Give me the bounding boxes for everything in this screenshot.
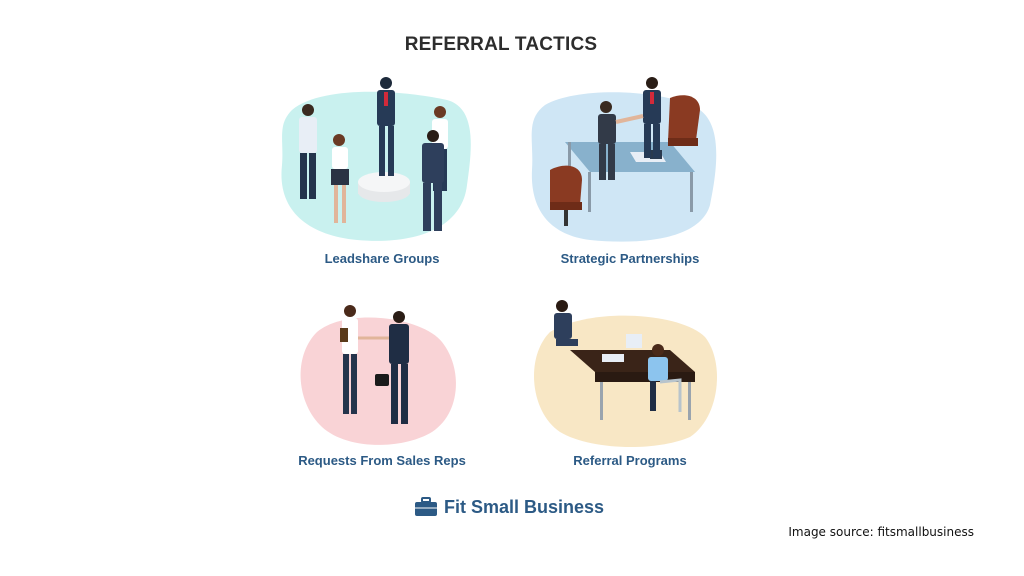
tactic-card-requests-from-sales-reps: Requests From Sales Reps (262, 292, 502, 482)
image-source: Image source: fitsmallbusiness (788, 525, 974, 539)
tactic-card-strategic-partnerships: Strategic Partnerships (510, 70, 750, 266)
tactic-label: Requests From Sales Reps (298, 453, 466, 468)
page-title: REFERRAL TACTICS (404, 34, 598, 55)
requests-from-sales-reps-illustration (300, 305, 456, 445)
leadshare-groups-illustration (281, 77, 471, 241)
referral-programs-illustration (533, 300, 717, 448)
tactic-label: Referral Programs (573, 453, 687, 468)
brand-logo: Fit Small Business (414, 494, 604, 520)
tactic-card-leadshare-groups: Leadshare Groups (262, 70, 502, 266)
strategic-partnerships-illustration (531, 77, 717, 242)
tactic-label: Strategic Partnerships (560, 251, 700, 266)
tactic-card-referral-programs: Referral Programs (510, 292, 750, 482)
briefcase-icon (415, 497, 437, 516)
brand-name: Fit Small Business (444, 496, 605, 517)
tactic-label: Leadshare Groups (324, 251, 440, 266)
